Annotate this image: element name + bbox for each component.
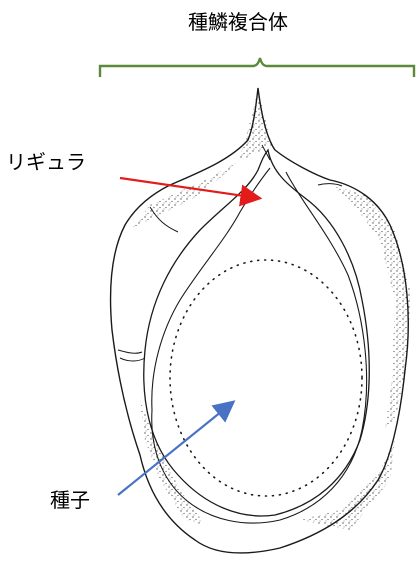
seed-label: 種子: [50, 490, 90, 510]
seed-wing-outline: [152, 168, 367, 523]
stippled-shading: [132, 90, 410, 530]
scale-details: [118, 145, 342, 361]
seed-dotted-outline: [170, 260, 362, 496]
scale-outer-outline: [111, 88, 409, 553]
ligula-label: リギュラ: [6, 152, 86, 172]
bracket: [100, 58, 414, 77]
scale-complex-label: 種鱗複合体: [188, 12, 288, 32]
